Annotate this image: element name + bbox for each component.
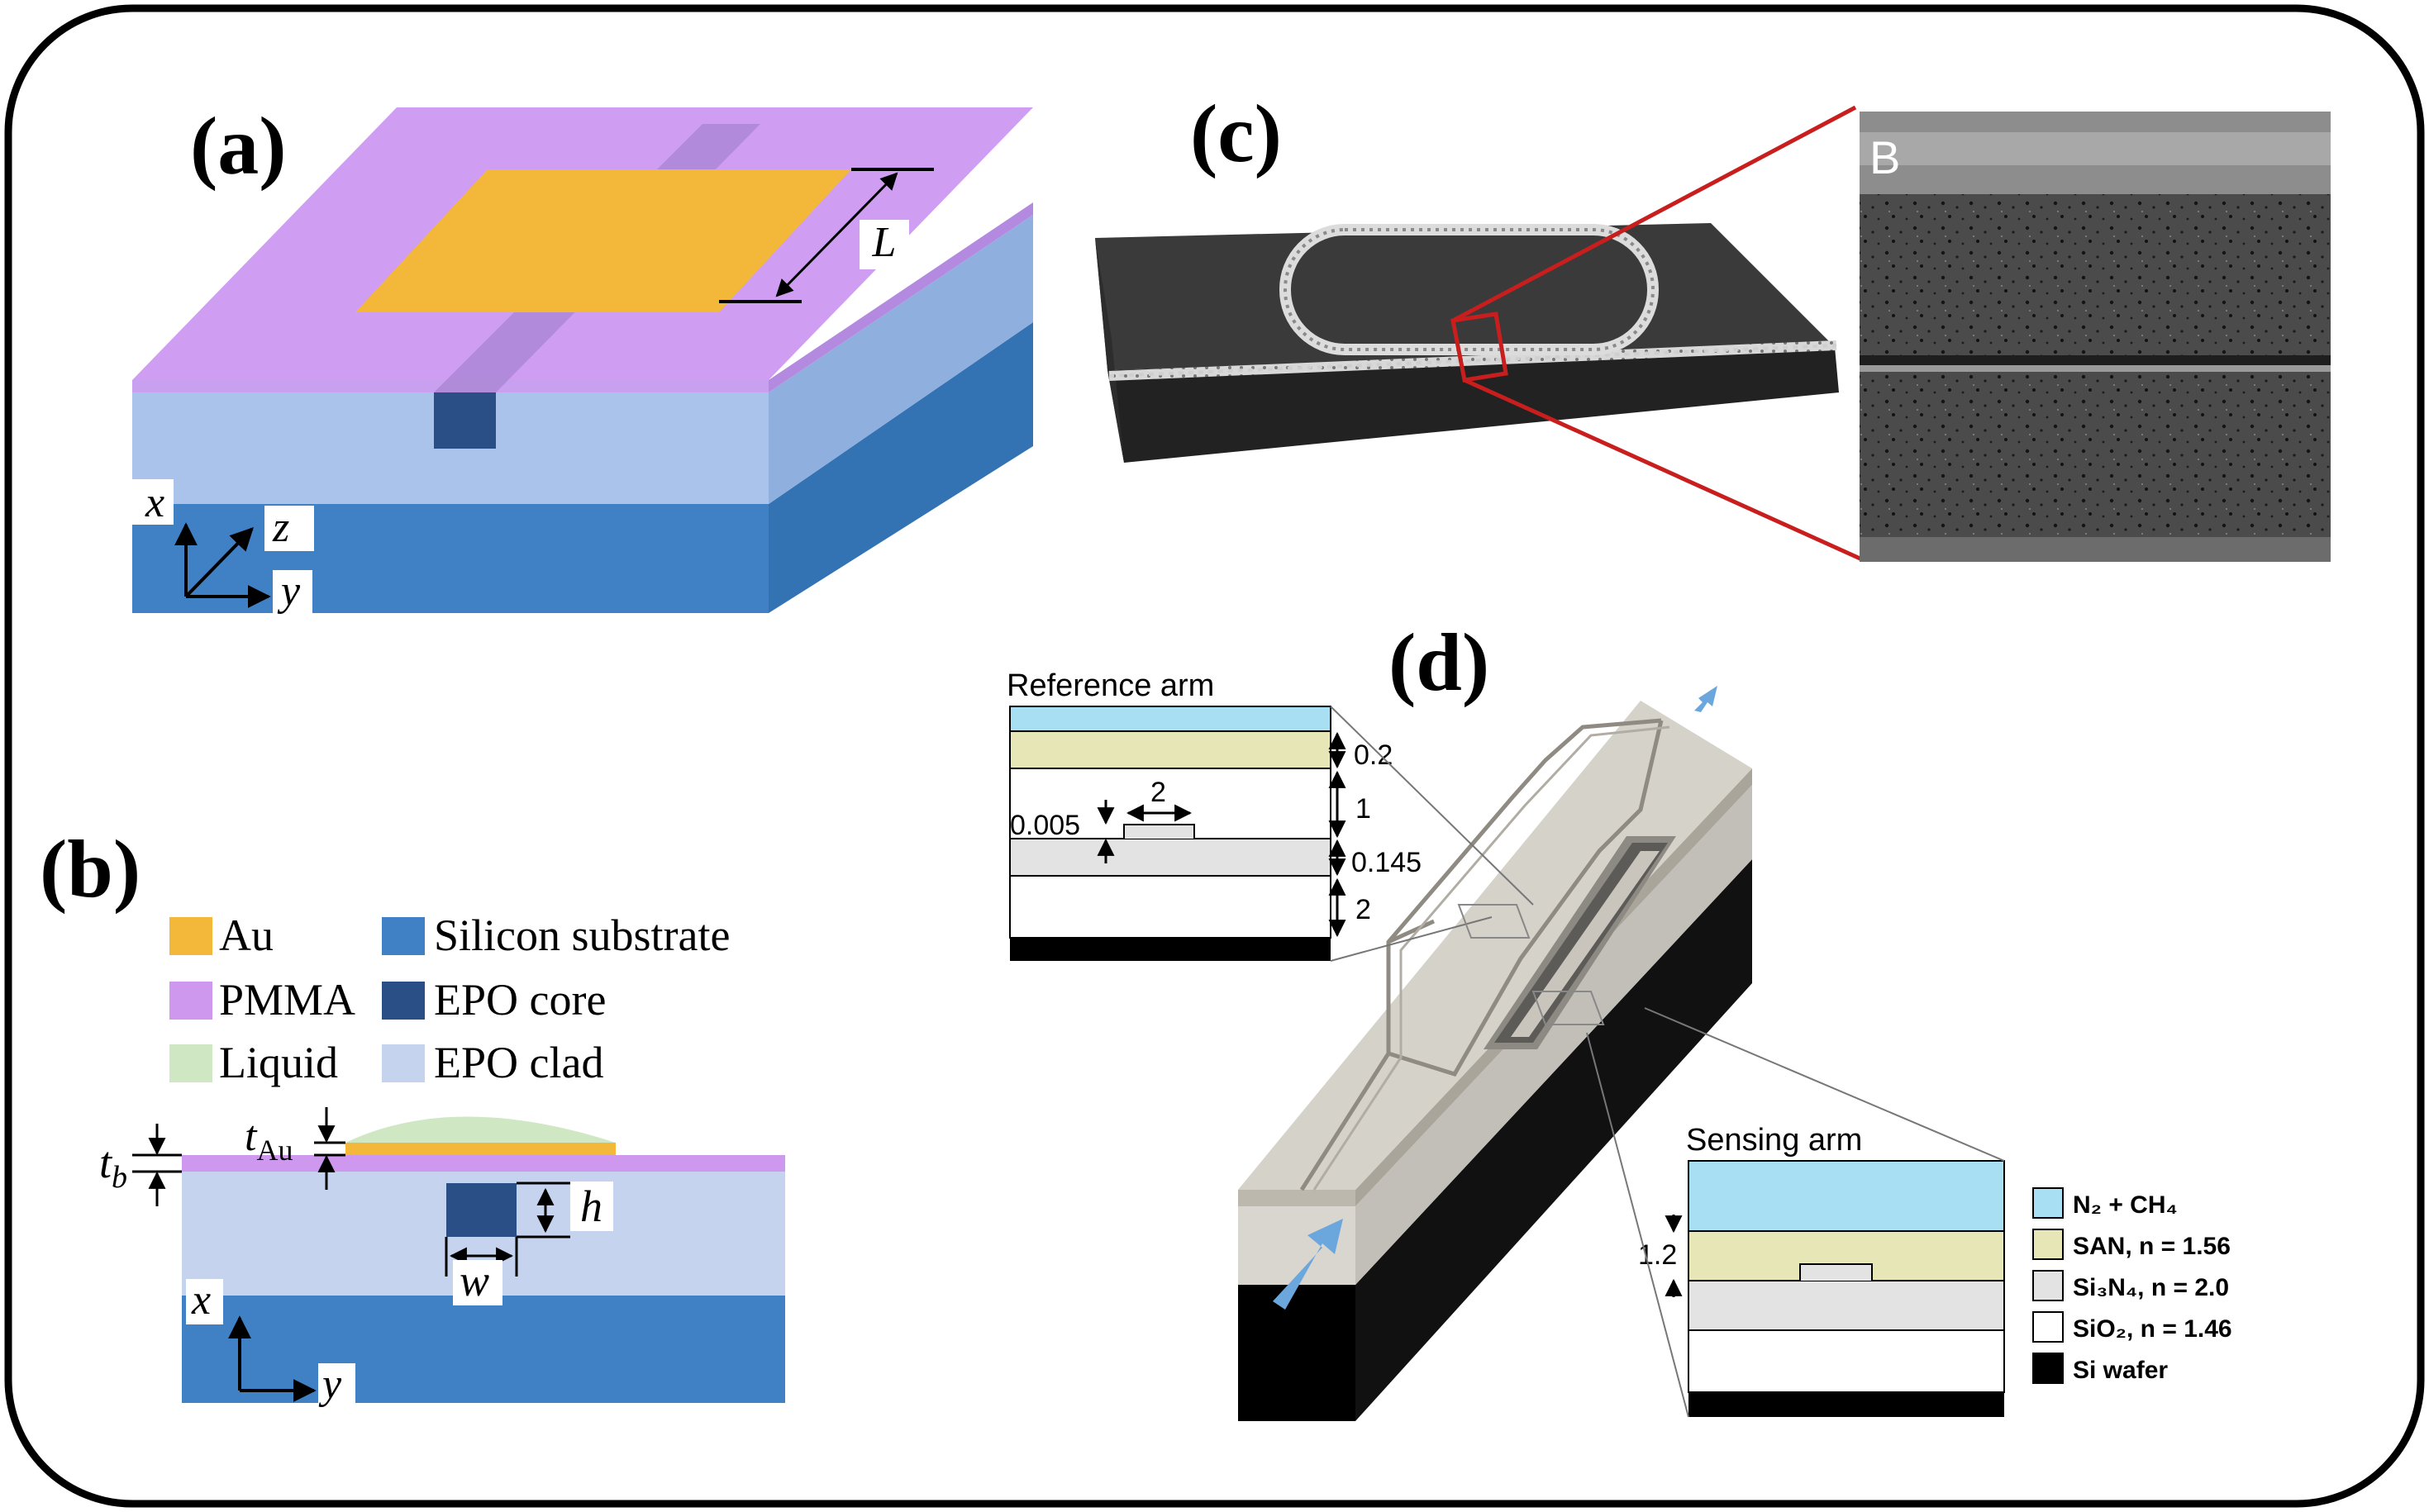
dim-tb-label: tb: [99, 1138, 127, 1195]
panel-c: (c) B: [1095, 88, 2331, 563]
legend-d-swatch-4: [2032, 1353, 2064, 1384]
axis-y-a: y: [277, 568, 301, 615]
axis-x-b: x: [191, 1277, 211, 1324]
legend-swatch-epo-core: [382, 982, 425, 1020]
legend-label-epo-clad: EPO clad: [434, 1038, 603, 1087]
device-san-front: [1238, 1190, 1355, 1206]
legend-d-swatch-1: [2032, 1229, 2064, 1260]
legend-d-label-0: N₂ + CH₄: [2073, 1191, 2178, 1219]
axis-z-a: z: [272, 504, 289, 551]
zoom-line-bottom: [1463, 378, 1865, 563]
legend-d-swatch-0: [2032, 1187, 2064, 1219]
reference-dim-3: 2: [1355, 894, 1371, 925]
reference-dim-2: 0.145: [1351, 847, 1422, 878]
reference-arm-title: Reference arm: [1007, 668, 1214, 703]
legend-label-epo-core: EPO core: [434, 975, 606, 1025]
output-arrow: [1694, 686, 1717, 712]
sem-inset-letter: B: [1869, 131, 1900, 183]
device-sio2-front: [1238, 1206, 1355, 1285]
reference-dim-1: 1: [1355, 793, 1371, 825]
panel-a: L x z y (a): [132, 100, 1033, 616]
cross-liquid: [345, 1116, 616, 1143]
dim-h-label: h: [580, 1182, 602, 1231]
device-black-side: [1355, 859, 1752, 1421]
zoom-box: [1450, 311, 1508, 383]
legend-label-pmma: PMMA: [219, 975, 355, 1025]
legend-d: N₂ + CH₄ SAN, n = 1.56 Si₃N₄, n = 2.0 Si…: [2032, 1187, 2232, 1384]
legend-label-silicon: Silicon substrate: [434, 911, 730, 960]
legend-d-swatch-2: [2032, 1270, 2064, 1301]
dim-w-label: w: [460, 1256, 489, 1305]
cross-epo-core: [446, 1183, 517, 1237]
input-arrow: [1273, 1219, 1343, 1310]
dim-L-label: L: [872, 219, 897, 266]
zoom-line-top: [1451, 105, 1857, 323]
legend-d-swatch-3: [2032, 1311, 2064, 1343]
legend-b: Au PMMA Liquid Silicon substrate EPO cor…: [169, 911, 730, 1087]
sensing-arm-inset: Sensing arm 1.2: [1531, 991, 2005, 1418]
device-top: [1238, 701, 1752, 1190]
silicon-substrate-side: [769, 322, 1033, 613]
epo-clad-side: [769, 215, 1033, 504]
chip-left: [1095, 238, 1124, 463]
legend-swatch-silicon: [382, 917, 425, 955]
legend-d-label-3: SiO₂, n = 1.46: [2073, 1315, 2232, 1343]
reference-arm-inset: Reference arm 0.2 1 0.145 2 2 0.005: [1007, 668, 1534, 962]
mzi-waveguide: [1299, 718, 1664, 1191]
panel-label-c: (c): [1190, 88, 1282, 179]
legend-d-label-1: SAN, n = 1.56: [2073, 1233, 2231, 1260]
au-film: [355, 169, 851, 312]
legend-swatch-au: [169, 917, 212, 955]
panel-d: (d) Reference arm 0.2: [1007, 616, 2232, 1421]
dim-tau-label: tAu: [245, 1113, 293, 1167]
cross-au: [345, 1143, 616, 1155]
sensing-dim: 1.2: [1638, 1239, 1677, 1271]
epo-core-end: [434, 392, 496, 449]
panel-label-b: (b): [40, 823, 141, 915]
chip-front: [1107, 347, 1839, 463]
legend-d-label-2: Si₃N₄, n = 2.0: [2073, 1274, 2229, 1301]
reference-dim-0: 0.2: [1354, 739, 1393, 771]
legend-swatch-liquid: [169, 1044, 212, 1082]
reference-dim-width: 2: [1150, 777, 1166, 808]
legend-label-liquid: Liquid: [219, 1038, 338, 1087]
device-black-front: [1238, 1285, 1355, 1421]
legend-swatch-pmma: [169, 982, 212, 1020]
panel-label-d: (d): [1388, 616, 1489, 708]
dim-L-arrow: [775, 172, 898, 297]
panel-b: (b) Au PMMA Liquid Silicon substrate EPO…: [40, 823, 785, 1409]
legend-d-label-4: Si wafer: [2073, 1357, 2168, 1384]
reference-dim-step: 0.005: [1010, 810, 1080, 841]
axes-a: x z y: [132, 479, 314, 616]
legend-swatch-epo-clad: [382, 1044, 425, 1082]
panel-label-a: (a): [190, 100, 287, 192]
sensing-arm-title: Sensing arm: [1686, 1123, 1862, 1158]
legend-label-au: Au: [219, 911, 274, 960]
axis-x-a: x: [145, 479, 164, 526]
pmma-side: [769, 202, 1033, 392]
cross-silicon: [182, 1296, 785, 1403]
axis-y-b: y: [318, 1361, 342, 1408]
device-sio2-side: [1355, 785, 1752, 1285]
